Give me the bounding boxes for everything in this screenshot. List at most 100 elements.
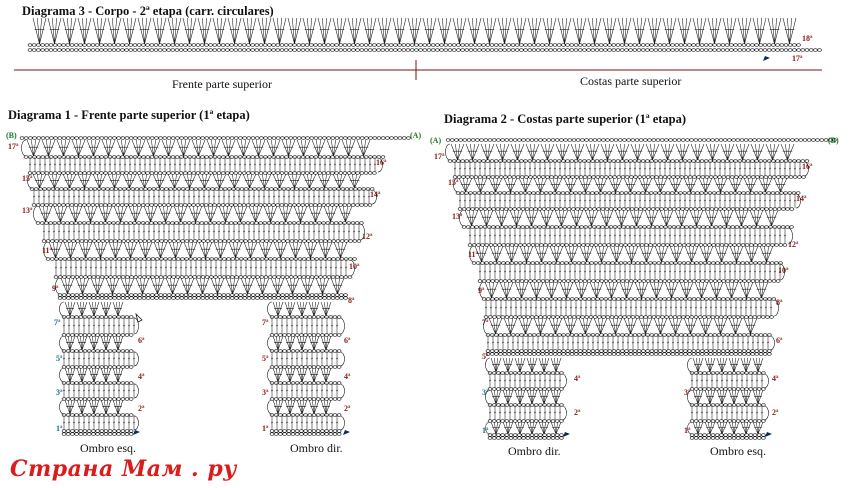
d1-post-row-1	[28, 157, 377, 172]
d1-fan-row-0	[26, 139, 371, 157]
d2-strap-left-base-chain	[487, 436, 564, 440]
d1-row8-chain	[57, 296, 348, 300]
diagram3-label-back: Costas parte superior	[580, 74, 682, 88]
d1-chain-4	[35, 221, 364, 225]
d1-strap-right-fan-2	[272, 335, 332, 351]
d2-row-17: 17ª	[434, 152, 445, 161]
d2-chain-1	[452, 175, 806, 179]
d1-row-8: 8ª	[348, 296, 355, 305]
d1-chain-1	[27, 171, 377, 175]
d1-strap-left-post-5	[62, 383, 136, 398]
d1-turn-3	[371, 189, 377, 205]
d1-strap-left-post-7	[62, 415, 136, 430]
d1-strap-right-chain-4	[269, 381, 342, 385]
diagram3-label-front: Frente parte superior	[172, 77, 272, 91]
d1-strap-right-turn-0	[267, 301, 273, 317]
d2-chain-7	[477, 279, 781, 283]
diagram3-row-18: 18ª	[802, 34, 813, 43]
d1-chain-2	[29, 187, 375, 191]
d2-turn-1	[803, 161, 809, 177]
d2-row-11: 11ª	[468, 250, 478, 259]
d2-turn-8	[479, 281, 485, 299]
d2-row-12: 12ª	[788, 240, 799, 249]
d2-turn-2	[453, 177, 459, 193]
d1-turn-7	[349, 259, 355, 277]
d1-strap-right-turn-6	[267, 399, 273, 415]
d2-right-start-arrow	[765, 432, 772, 437]
d2-strap-right-turn-4	[687, 421, 693, 435]
d2-top-row-7: 7ª	[482, 318, 489, 327]
d2-strap-left-turn-1	[561, 373, 567, 389]
d2-left-start-arrow	[563, 432, 570, 437]
d2-strap-right-post-3	[690, 405, 764, 420]
d1-strap-right-chain-7	[269, 429, 342, 433]
d1-strap-right-post-3	[270, 351, 339, 366]
d1-turn-4	[33, 205, 39, 223]
d1-r-row-1: 1ª	[262, 424, 269, 433]
d1-row-14: 14ª	[370, 190, 381, 199]
d1-strap-right-chain-1	[269, 333, 342, 337]
d2-chain-11	[485, 349, 772, 353]
diagram1-caption-right: Ombro dir.	[290, 441, 343, 455]
d1-strap-left-turn-6	[59, 399, 65, 415]
d2-row5-chain	[485, 352, 772, 356]
d2-fan-row-4	[464, 209, 779, 227]
d2-l-row-1: 1ª	[482, 426, 489, 435]
d2-row-10: 10ª	[778, 266, 789, 275]
d2-strap-right-turn-0	[687, 357, 693, 373]
d1-l-row-4: 4ª	[138, 372, 145, 381]
d1-row-13: 13ª	[22, 206, 33, 215]
d3-start-arrow	[763, 56, 770, 61]
d2-strap-left-turn-4	[485, 421, 491, 435]
d2-strap-left-fan-0	[490, 357, 562, 373]
d1-strap-left-turn-2	[59, 335, 65, 351]
d2-chain-9	[483, 315, 774, 319]
d2-strap-right-chain-2	[689, 403, 766, 407]
d2-strap-left-chain-1	[487, 387, 564, 391]
d1-turn-1	[377, 157, 383, 173]
d1-row-17: 17ª	[8, 142, 19, 151]
d1-r-row-5: 5ª	[262, 354, 269, 363]
d1-chain-8	[57, 293, 348, 297]
d2-fan-row-10	[488, 317, 758, 335]
d2-row-9: 9ª	[478, 286, 485, 295]
d1-left-start-arrow	[133, 430, 140, 435]
d2-turn-9	[773, 299, 779, 317]
d2-post-row-11	[486, 335, 770, 350]
d3-fan-row	[32, 17, 797, 45]
d2-strap-right-turn-1	[763, 373, 769, 389]
diagram2-caption-right: Ombro esq.	[710, 444, 766, 458]
d2-post-row-7	[478, 263, 782, 280]
d1-turn-6	[43, 241, 49, 259]
d1-r-row-4: 4ª	[344, 372, 351, 381]
d2-strap-right-chain-3	[689, 419, 766, 423]
d2-l-row-4: 4ª	[574, 374, 581, 383]
d1-turn-2	[27, 173, 33, 189]
d2-turn-7	[779, 263, 785, 281]
d1-chain-5	[41, 239, 362, 243]
d1-strap-left-fan-2	[64, 335, 124, 351]
d1-strap-left-turn-5	[133, 383, 139, 399]
d1-chain-0	[23, 155, 386, 159]
d1-strap-right-post-7	[270, 415, 339, 430]
diagram3-row-17: 17ª	[792, 54, 803, 63]
d1-strap-right-turn-5	[339, 383, 345, 399]
d1-row-9: 9ª	[52, 284, 59, 293]
d1-strap-left-fan-4	[64, 367, 124, 383]
d2-fan-row-0	[450, 143, 795, 161]
d1-strap-right-chain-3	[269, 365, 342, 369]
d1-strap-left-chain-1	[61, 333, 134, 337]
d2-strap-left-chain-0	[487, 371, 564, 375]
d2-chain-5	[467, 243, 788, 247]
d2-l-row-2: 2ª	[574, 408, 581, 417]
d2-chain-8	[481, 297, 776, 301]
d2-strap-right-fan-0	[692, 357, 764, 373]
d1-right-start-arrow	[343, 430, 350, 435]
d2-strap-right-base-chain	[689, 436, 766, 440]
d2-post-row-3	[458, 193, 797, 208]
d1-l-row-5: 5ª	[56, 354, 63, 363]
d1-post-row-3	[32, 189, 371, 204]
d2-strap-right-turn-2	[687, 389, 693, 405]
d2-strap-right-turn-3	[763, 405, 769, 421]
d3-chain-row	[27, 43, 801, 47]
